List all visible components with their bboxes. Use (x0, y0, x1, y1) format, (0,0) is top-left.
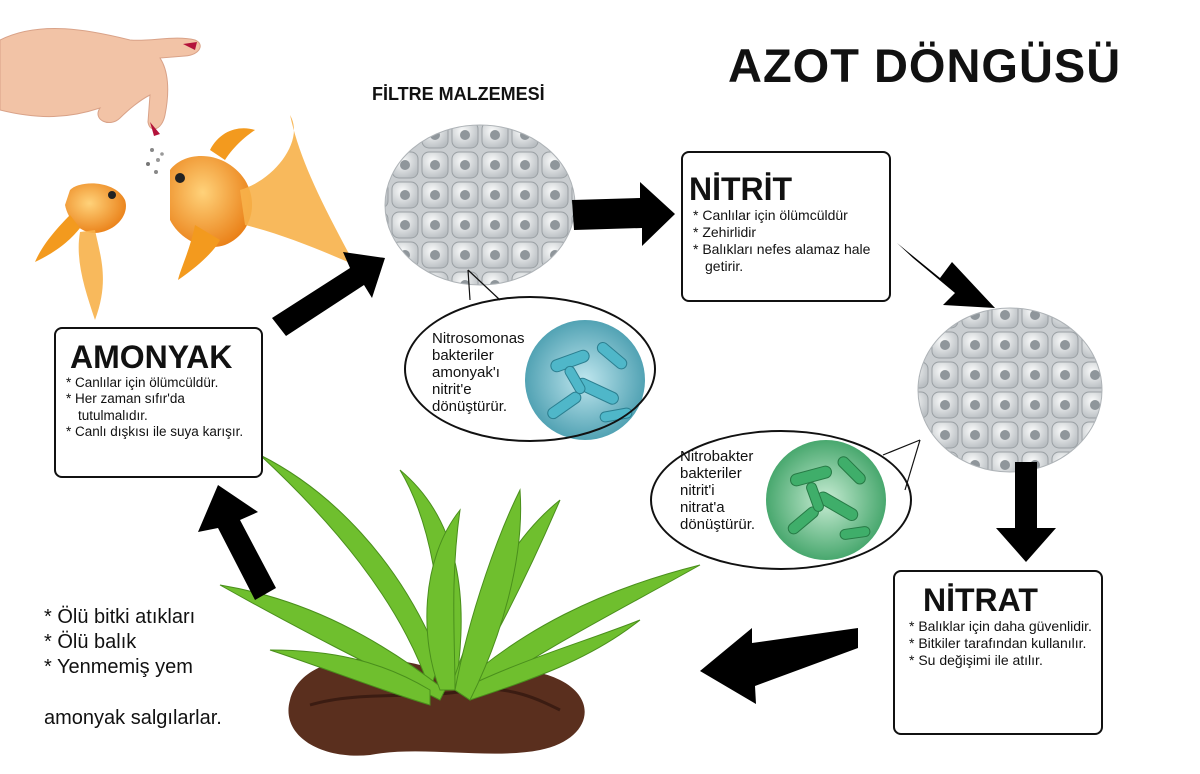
list-item: Canlılar için ölümcüldür (693, 207, 881, 224)
amonyak-list: Canlılar için ölümcüldür. Her zaman sıfı… (66, 375, 253, 441)
arrow-nitrat-to-plant (700, 628, 858, 704)
list-item: Canlılar için ölümcüldür. (66, 375, 253, 392)
bubble-line: nitrat'a (680, 499, 725, 516)
amonyak-heading: AMONYAK (70, 339, 233, 375)
list-item: Canlı dışkısı ile suya karışır. (66, 424, 253, 441)
list-item: Ölü balık (44, 630, 195, 655)
bubble-line: Nitrosomonas (432, 330, 525, 347)
nitrat-heading: NİTRAT (923, 582, 1038, 618)
arrow-amonyak-to-filter (272, 252, 385, 336)
bubble-line: dönüştürür. (680, 516, 756, 533)
filter-media-top-illustration (384, 124, 576, 286)
nitrat-list: Balıklar için daha güvenlidir. Bitkiler … (905, 618, 1093, 669)
filter-media-label: FİLTRE MALZEMESİ (372, 84, 545, 104)
nitrobakter-bubble (650, 430, 912, 570)
bubble-line: nitrit'i (680, 482, 715, 499)
goldfish-illustration (35, 115, 355, 320)
plant-illustration (219, 454, 701, 756)
amonyak-box: AMONYAK Canlılar için ölümcüldür. Her za… (54, 327, 263, 478)
page-title: AZOT DÖNGÜSÜ (728, 39, 1122, 92)
list-item: Bitkiler tarafından kullanılır. (909, 635, 1093, 652)
arrow-sources-to-amonyak (198, 485, 276, 600)
bubble-line: bakteriler (432, 347, 494, 364)
bubble-line: nitrit'e (432, 381, 472, 398)
list-item: Balıkları nefes alamaz hale getirir. (693, 241, 881, 275)
list-item: Balıklar için daha güvenlidir. (909, 618, 1093, 635)
nitrit-box: NİTRİT Canlılar için ölümcüldür Zehirlid… (681, 151, 891, 302)
nitrosomonas-bubble-text: Nitrosomonas bakteriler amonyak'ı nitrit… (432, 330, 525, 415)
arrow-filter-to-nitrit (572, 182, 675, 246)
list-item: Su değişimi ile atılır. (909, 652, 1093, 669)
bubble-line: dönüştürür. (432, 398, 508, 415)
hand-illustration (0, 27, 201, 174)
bubble-line: Nitrobakter (680, 448, 754, 465)
nitrobakter-bubble-text: Nitrobakter bakteriler nitrit'i nitrat'a… (680, 448, 755, 533)
list-item: Her zaman sıfır'da tutulmalıdır. (66, 391, 253, 424)
bubble-line: bakteriler (680, 465, 742, 482)
ammonia-sources: Ölü bitki atıkları Ölü balık Yenmemiş ye… (44, 605, 195, 680)
nitrat-box: NİTRAT Balıklar için daha güvenlidir. Bi… (893, 570, 1103, 735)
list-item: Yenmemiş yem (44, 655, 195, 680)
nitrit-heading: NİTRİT (689, 171, 793, 207)
bubble-line: amonyak'ı (432, 364, 500, 381)
ammonia-sources-footer: amonyak salgılarlar. (44, 707, 222, 729)
nitrosomonas-bubble (404, 296, 656, 442)
arrow-nitrit-to-filter (897, 243, 995, 308)
arrow-filter-to-nitrat (996, 462, 1056, 562)
nitrit-list: Canlılar için ölümcüldür Zehirlidir Balı… (693, 207, 881, 275)
filter-media-right-illustration (917, 307, 1103, 473)
list-item: Zehirlidir (693, 224, 881, 241)
list-item: Ölü bitki atıkları (44, 605, 195, 630)
cycle-arrows (198, 182, 1056, 704)
